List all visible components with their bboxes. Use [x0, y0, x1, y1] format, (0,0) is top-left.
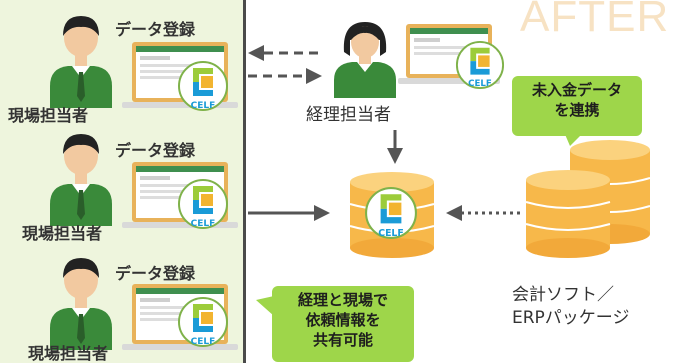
after-watermark: AFTER: [520, 0, 670, 41]
row3-person-label: 現場担当者: [28, 344, 109, 363]
share-info-callout: 経理と現場で 依頼情報を 共有可能: [272, 286, 414, 362]
arrow-icon: [314, 205, 330, 221]
person-icon: [334, 22, 396, 98]
arrow-icon: [446, 205, 462, 221]
celf-logo-text: CELF: [468, 79, 492, 89]
database-icon: [525, 140, 651, 258]
unpaid-callout-line1: 未入金データ: [531, 81, 622, 99]
software-label-line2: ERPパッケージ: [512, 308, 630, 328]
celf-logo-text: CELF: [191, 337, 216, 347]
celf-logo-icon: CELF: [455, 40, 505, 89]
celf-logo-text: CELF: [191, 219, 216, 229]
callout-tail: [564, 132, 584, 146]
celf-logo-text: CELF: [191, 101, 216, 111]
software-label-line1: 会計ソフト／: [512, 285, 614, 305]
arrow-icon: [306, 68, 322, 84]
share-callout-line1: 経理と現場で: [297, 291, 388, 309]
celf-logo-text: CELF: [378, 228, 404, 239]
unpaid-callout-line2: を連携: [554, 101, 600, 119]
celf-logo-icon: CELF: [365, 187, 417, 239]
share-callout-line3: 共有可能: [312, 331, 373, 349]
row2-person-label: 現場担当者: [22, 224, 103, 243]
row1-person-label: 現場担当者: [8, 106, 89, 125]
person-icon: [50, 258, 112, 350]
accounting-person-label: 経理担当者: [306, 105, 391, 125]
person-icon: [50, 16, 112, 108]
panel-divider: [243, 0, 246, 363]
celf-logo-icon: CELF: [178, 61, 228, 111]
arrow-icon: [387, 148, 403, 164]
row2-caption: データ登録: [115, 141, 196, 160]
arrow-icon: [248, 45, 264, 61]
unpaid-data-callout: 未入金データ を連携: [512, 76, 642, 136]
celf-logo-icon: CELF: [178, 297, 228, 347]
share-callout-line2: 依頼情報を: [305, 311, 381, 329]
callout-tail: [256, 296, 274, 316]
celf-logo-icon: CELF: [178, 179, 228, 229]
row3-caption: データ登録: [115, 264, 196, 283]
person-icon: [50, 134, 112, 226]
row1-caption: データ登録: [115, 20, 196, 39]
